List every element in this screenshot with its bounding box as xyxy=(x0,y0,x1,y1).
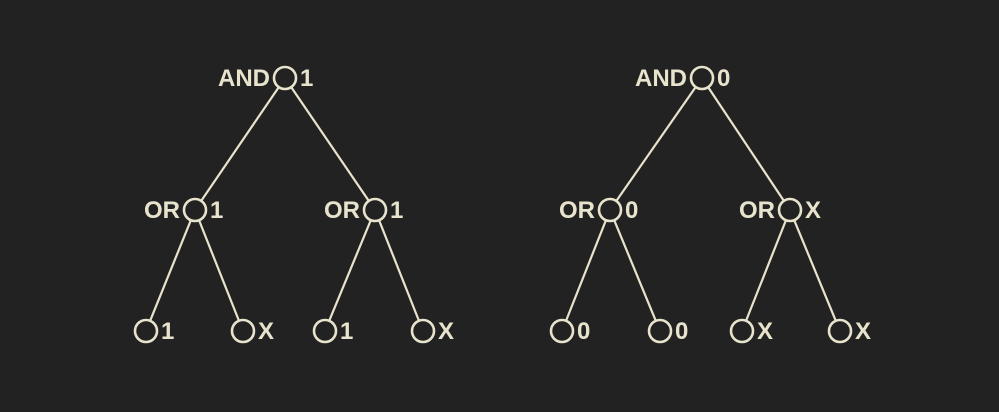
edge xyxy=(377,219,421,322)
leaf-node: X xyxy=(410,318,454,345)
edge xyxy=(200,85,280,203)
node-label: OR xyxy=(739,197,775,224)
node-circle xyxy=(272,65,298,91)
and-node: AND 1 xyxy=(218,65,313,92)
or-node: OR 1 xyxy=(144,197,223,224)
node-label: OR xyxy=(144,197,180,224)
leaf-node: X xyxy=(729,318,773,345)
edge xyxy=(707,86,785,202)
and-node: AND 0 xyxy=(635,65,730,92)
node-value: X xyxy=(258,318,274,345)
edge xyxy=(328,219,372,322)
leaf-node: 0 xyxy=(549,318,590,345)
node-value: X xyxy=(805,197,821,224)
node-value: 0 xyxy=(717,65,730,92)
edge xyxy=(564,219,608,322)
node-circle xyxy=(827,318,853,344)
edge xyxy=(793,219,837,322)
leaf-node: 1 xyxy=(312,318,353,345)
node-circle xyxy=(410,318,436,344)
node-circle xyxy=(729,318,755,344)
or-node: OR 0 xyxy=(559,197,638,224)
leaf-node: 0 xyxy=(647,318,688,345)
node-value: X xyxy=(855,318,871,345)
node-label: AND xyxy=(635,65,687,92)
node-label: AND xyxy=(218,65,270,92)
node-circle xyxy=(133,318,159,344)
node-circle xyxy=(182,197,208,223)
edge xyxy=(290,85,370,203)
leaf-node: 1 xyxy=(133,318,174,345)
leaf-node: X xyxy=(230,318,274,345)
node-label: OR xyxy=(324,197,360,224)
node-value: 1 xyxy=(161,318,174,345)
node-value: 1 xyxy=(340,318,353,345)
edge xyxy=(744,219,788,322)
node-circle xyxy=(362,197,388,223)
edge xyxy=(615,85,697,203)
node-circle xyxy=(549,318,575,344)
node-circle xyxy=(777,197,803,223)
node-label: OR xyxy=(559,197,595,224)
node-value: X xyxy=(438,318,454,345)
node-value: 1 xyxy=(390,197,403,224)
node-value: 0 xyxy=(625,197,638,224)
node-value: 0 xyxy=(577,318,590,345)
node-circle xyxy=(312,318,338,344)
node-circle xyxy=(230,318,256,344)
node-value: 1 xyxy=(300,65,313,92)
or-node: OR 1 xyxy=(324,197,403,224)
leaf-node: X xyxy=(827,318,871,345)
node-value: 1 xyxy=(210,197,223,224)
node-value: X xyxy=(757,318,773,345)
edge xyxy=(149,219,192,322)
node-circle xyxy=(647,318,673,344)
edge xyxy=(197,219,241,322)
node-circle xyxy=(689,65,715,91)
edge xyxy=(613,219,657,322)
or-node: OR X xyxy=(739,197,821,224)
node-circle xyxy=(597,197,623,223)
node-value: 0 xyxy=(675,318,688,345)
